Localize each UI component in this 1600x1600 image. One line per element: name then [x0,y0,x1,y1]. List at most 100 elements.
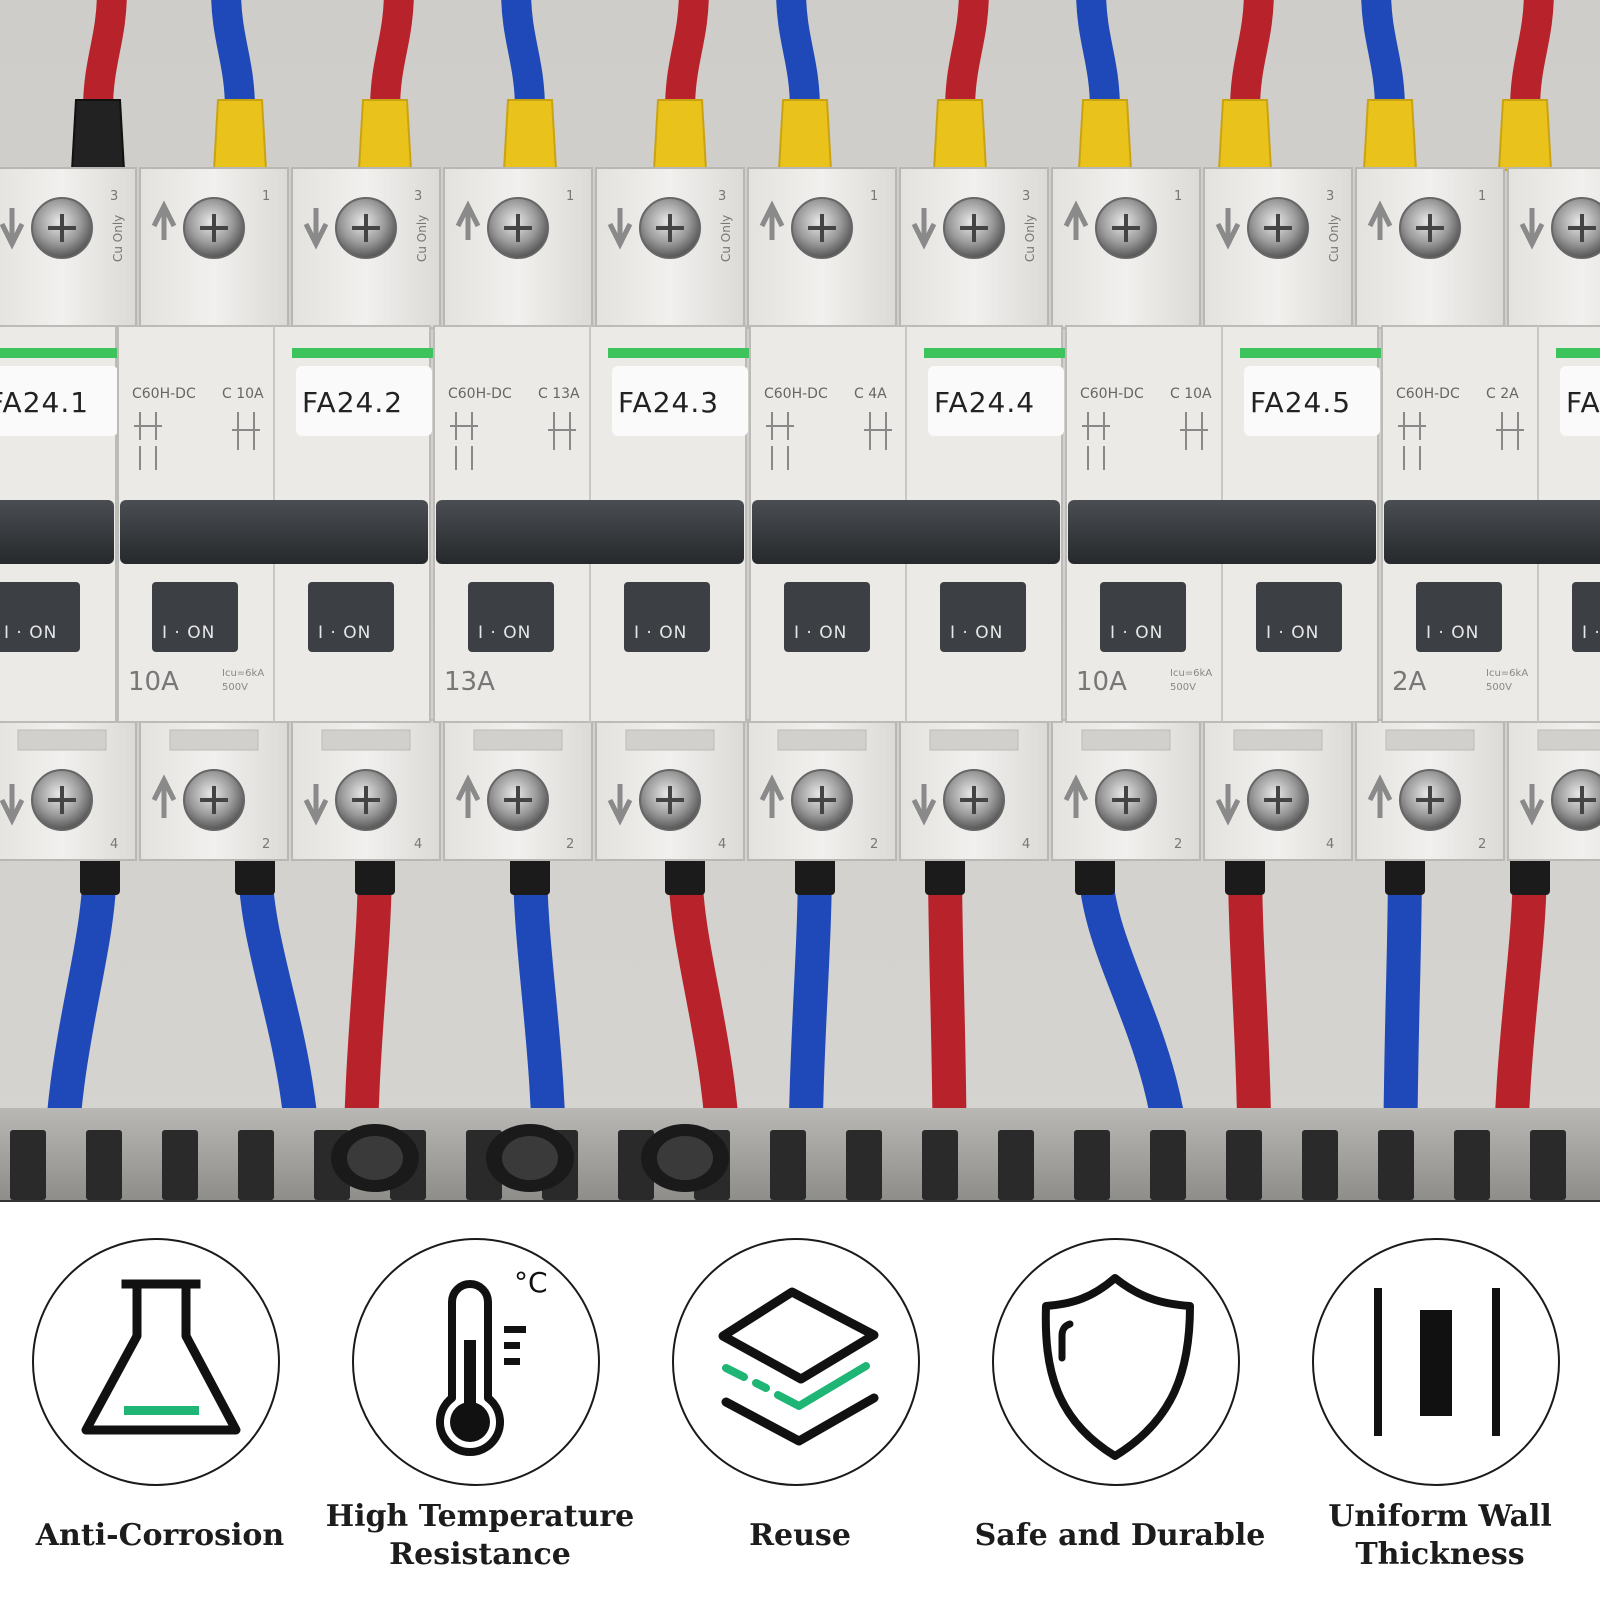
breaker-label: FA24.1 [0,386,89,419]
label-sticker [1244,366,1380,436]
label-stripe [924,348,1072,358]
terminal-text: Cu Only [1023,215,1037,262]
terminal-window [1233,729,1323,751]
switch-toggle [152,582,238,652]
arrow-down-icon [303,784,329,826]
terminal-number: 2 [262,837,270,852]
terminal-number: 3 [414,189,422,204]
feature-label: Uniform Wall Thickness [1328,1499,1552,1572]
top-wire [211,0,255,111]
terminal-number: 1 [566,189,574,204]
breaker-label: FA24.4 [934,386,1035,419]
screw-slot [48,214,76,242]
section-divider [0,1200,1600,1202]
terminal-number: 3 [1022,189,1030,204]
breaker-label: FA [1566,386,1600,419]
terminal-number: 4 [1022,837,1030,852]
feature-label: High Temperature Resistance [325,1499,635,1572]
terminal-text: Cu Only [111,215,125,262]
tray-slot [86,1130,122,1200]
wire-ferrule [70,99,126,171]
breaker-model-rating: C 10A [222,386,264,402]
screw-slot [352,214,380,242]
screw-slot [1112,214,1140,242]
breaker-model: C60H-DC [132,386,196,402]
terminal-window [321,729,411,751]
layers-icon [718,1287,879,1446]
wire-sleeve [1225,855,1265,895]
wiring-diagram [766,412,892,470]
top-wire [370,0,414,111]
arrow-up-icon [151,774,177,818]
switch-toggle [1256,582,1342,652]
feature-high-temperature: °C High Temperature Resistance [320,1238,640,1598]
arrow-up-icon [1367,200,1393,240]
wire-ferrule [357,99,413,171]
arrow-down-icon [0,208,25,250]
wall-thickness-icon [1374,1288,1500,1436]
features-bar: Anti-Corrosion °C High Temperature Resis… [0,1202,1600,1600]
wiring-diagram [1082,412,1208,470]
wire-sleeve [355,855,395,895]
terminal-number: 4 [1326,837,1334,852]
switch-text: I · ON [794,623,847,643]
feature-uniform-wall: Uniform Wall Thickness [1280,1238,1600,1598]
wire-sleeve [665,855,705,895]
breaker-model-rating: C 13A [538,386,580,402]
screw-slot [960,214,988,242]
breaker-model: C60H-DC [1396,386,1460,402]
wiring-diagram [450,412,576,470]
current-rating: 10A [1076,667,1127,697]
switch-text: I · ON [1266,623,1319,643]
tray-slot [1226,1130,1262,1200]
wire-ferrule [1077,99,1133,171]
tray-slot [1302,1130,1338,1200]
label-stripe [1556,348,1600,358]
wire-ferrule [777,99,833,171]
screw-slot [1264,214,1292,242]
breaker-handle [1384,500,1600,564]
screw-slot [1264,786,1292,814]
top-wire [1510,0,1554,111]
top-wire [83,0,127,111]
arrow-down-icon [1215,784,1241,826]
wire-ferrule [212,99,268,171]
tray-slot [1530,1130,1566,1200]
feature-icon-circle [1312,1238,1560,1486]
spec-text: 500V [1170,682,1196,693]
switch-toggle [1572,582,1600,652]
terminal-number: 3 [110,189,118,204]
wire-sleeve [1075,855,1115,895]
terminal-number: 4 [718,837,726,852]
screw-slot [808,786,836,814]
screw-slot [656,786,684,814]
spec-text: 500V [222,682,248,693]
tray-slot [922,1130,958,1200]
switch-text: I · ON [1110,623,1163,643]
switch-toggle [940,582,1026,652]
switch-text: I · ON [478,623,531,643]
label-stripe [1240,348,1388,358]
label-stripe [292,348,440,358]
terminal-number: 1 [870,189,878,204]
terminal-window [1081,729,1171,751]
terminal-window [473,729,563,751]
arrow-down-icon [303,208,329,250]
terminal-window [17,729,107,751]
wire-sleeve [1510,855,1550,895]
wire-ferrule [652,99,708,171]
current-rating: 10A [128,667,179,697]
tray-slot [1378,1130,1414,1200]
terminal-number: 2 [566,837,574,852]
breaker-handle [0,500,114,564]
terminal-number: 4 [414,837,422,852]
arrow-down-icon [911,784,937,826]
breaker-label: FA24.2 [302,386,403,419]
screw-slot [504,214,532,242]
flask-liquid-line [124,1406,199,1415]
tray-slot [1074,1130,1110,1200]
terminal-number: 1 [1478,189,1486,204]
terminal-window [169,729,259,751]
wire-sleeve [510,855,550,895]
switch-text: I · ON [162,623,215,643]
